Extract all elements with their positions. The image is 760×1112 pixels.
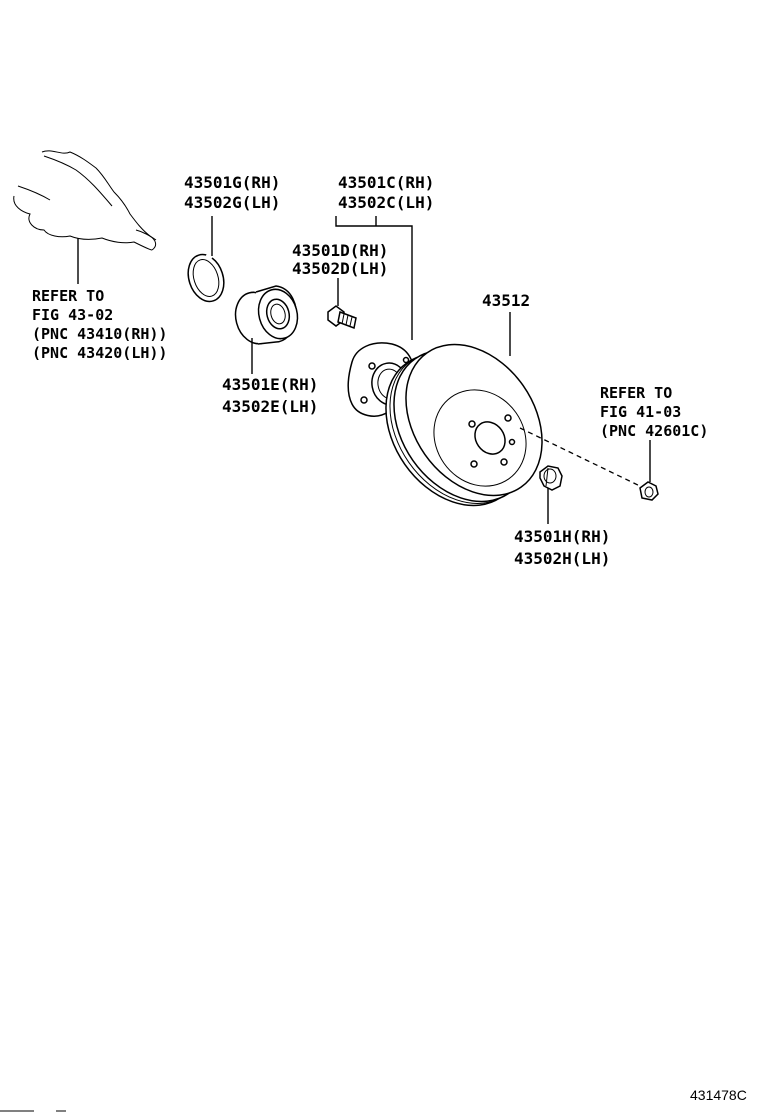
hub-bolt-label-lh: 43502D(LH) — [292, 259, 388, 278]
wheel-nut-ref-line2: FIG 41-03 — [600, 403, 681, 421]
knuckle-ref-line1: REFER TO — [32, 287, 104, 305]
hub-nut-label-rh: 43501H(RH) — [514, 527, 610, 546]
hub-assembly-label-rh: 43501C(RH) — [338, 173, 434, 192]
snap-ring-label-rh: 43501G(RH) — [184, 173, 280, 192]
bearing-label-rh: 43501E(RH) — [222, 375, 318, 394]
disc-rotor-part — [385, 343, 543, 507]
snap-ring-label-lh: 43502G(LH) — [184, 193, 280, 212]
disc-label: 43512 — [482, 291, 530, 310]
bearing-part — [234, 285, 299, 345]
hub-bolt-part — [327, 305, 357, 330]
figure-id: 431478C — [690, 1087, 747, 1103]
wheel-nut-ref-line1: REFER TO — [600, 384, 672, 402]
knuckle-ref-line3: (PNC 43410(RH)) — [32, 325, 167, 343]
hub-assembly-leader-line — [335, 216, 413, 340]
knuckle-ref-line4: (PNC 43420(LH)) — [32, 344, 167, 362]
steering-knuckle-part — [13, 150, 157, 251]
hub-nut-label-lh: 43502H(LH) — [514, 549, 610, 568]
hub-bolt-label-rh: 43501D(RH) — [292, 241, 388, 260]
wheel-nut-ref-line3: (PNC 42601C) — [600, 422, 708, 440]
hub-nut-part — [539, 465, 563, 491]
knuckle-ref-line2: FIG 43-02 — [32, 306, 113, 324]
wheel-nut-part — [639, 481, 659, 501]
snap-ring-part — [187, 252, 225, 303]
bearing-label-lh: 43502E(LH) — [222, 397, 318, 416]
hub-assembly-label-lh: 43502C(LH) — [338, 193, 434, 212]
wheel-nut-dashed-line — [519, 427, 645, 489]
